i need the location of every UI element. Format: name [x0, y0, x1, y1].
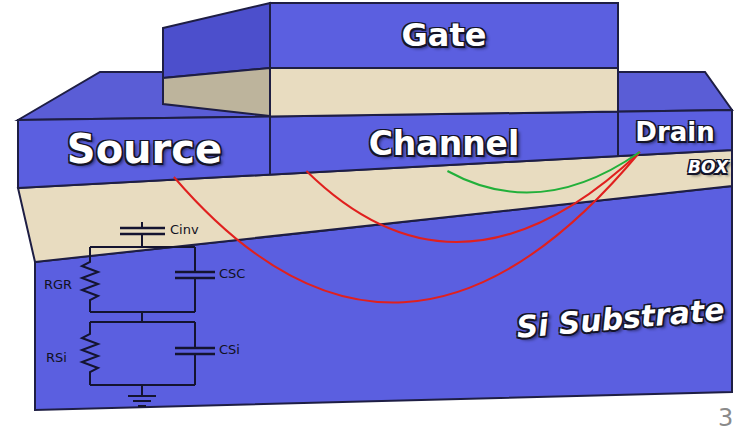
box-layer: BOX	[648, 154, 728, 180]
junction-line	[617, 112, 619, 157]
page-number: 3	[718, 404, 733, 432]
gate-oxide-side	[163, 68, 270, 116]
region-label: Source	[67, 127, 222, 171]
region-label: Gate	[402, 18, 487, 53]
drain-region: Drain	[620, 112, 730, 152]
component-label: RGR	[44, 277, 72, 292]
component-label: CSC	[219, 266, 245, 281]
source-region: Source	[22, 121, 267, 177]
region-label: Drain	[635, 118, 714, 147]
region-label: Si Substrate	[515, 293, 726, 344]
body-front-face	[18, 110, 732, 188]
component-label: Cinv	[170, 222, 199, 237]
gate-side-face	[163, 3, 270, 78]
gate-region: Gate	[270, 10, 618, 62]
region-label: BOX	[688, 158, 728, 177]
gate-oxide-front	[270, 68, 618, 117]
component-label: CSi	[219, 342, 240, 357]
coupling-path	[306, 152, 639, 242]
component-label: RSi	[46, 350, 67, 365]
equivalent-circuit	[82, 222, 215, 406]
gate-front-face	[270, 3, 618, 68]
coupling-path	[174, 152, 640, 303]
channel-region: Channel	[272, 117, 616, 171]
region-label: Channel	[369, 126, 520, 162]
junction-line	[269, 117, 271, 175]
